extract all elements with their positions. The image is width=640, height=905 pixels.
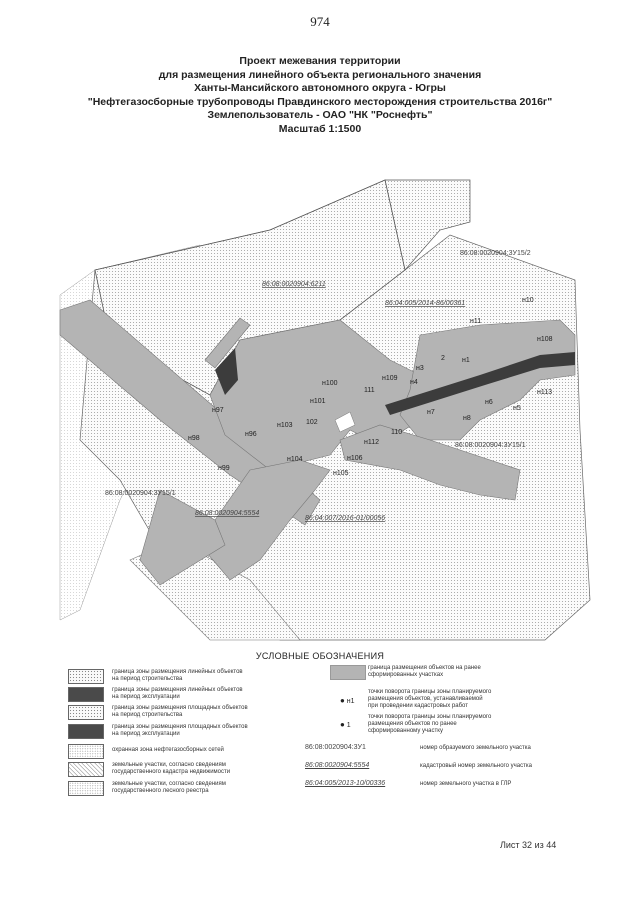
legend-swatch-protection-zone: [68, 744, 104, 759]
title-line-5: Землепользователь - ОАО "НК "Роснефть": [207, 109, 433, 121]
zone-gap: [334, 411, 356, 433]
legend-title: УСЛОВНЫЕ ОБОЗНАЧЕНИЯ: [255, 651, 385, 661]
point-label: н4: [410, 379, 418, 386]
point-label: н10: [522, 297, 534, 304]
page-number: 974: [310, 14, 330, 29]
title-line-2: для размещения линейного объекта региона…: [158, 68, 482, 81]
legend-text: граница зоны размещения площадных объект…: [112, 705, 248, 718]
operation-zone-pipeline: [385, 352, 575, 415]
legend-text: граница зоны размещения линейных объекто…: [112, 687, 243, 700]
legend-swatch-cadastre-parcels: [68, 762, 104, 777]
legend-swatch-forest-parcels: [68, 781, 104, 796]
point-label: н105: [333, 470, 349, 477]
map-title: Проект межевания территории для размещен…: [60, 55, 580, 136]
cadastral-label: 86:08:0020904:5554: [195, 510, 259, 517]
point-label: н99: [218, 465, 230, 472]
point-label: н106: [347, 455, 363, 462]
point-label: н104: [287, 456, 303, 463]
legend-text: номер образуемого земельного участка: [420, 745, 531, 751]
point-label: н101: [310, 398, 326, 405]
legend-swatch-linear-operation: [68, 687, 104, 702]
legend-swatch-linear-construction: [68, 669, 104, 684]
point-label: н112: [364, 439, 379, 446]
legend-text: граница зоны размещения линейных объекто…: [112, 669, 243, 682]
title-line-6: Масштаб 1:1500: [278, 122, 362, 135]
construction-zone-west-bar: [204, 317, 251, 369]
construction-zone-lower-east: [339, 424, 521, 501]
point-label: н98: [188, 435, 200, 442]
point-label: н103: [277, 422, 293, 429]
legend-text: кадастровый номер земельного участка: [420, 763, 532, 769]
point-labels: н1 2 н3 н4 н5 н6 н7 н8 н10 н11 н96 н97 н…: [188, 297, 553, 477]
operation-zone-west: [215, 348, 238, 395]
point-label: н109: [382, 375, 398, 382]
point-label: 102: [306, 419, 318, 426]
title-line-1: Проект межевания территории: [239, 55, 401, 67]
title-line-3: Ханты-Мансийского автономного округа - Ю…: [194, 82, 446, 94]
point-label: 110: [391, 429, 402, 436]
point-label: н113: [537, 389, 552, 396]
point-label: н100: [322, 380, 338, 387]
legend-swatch-area-operation: [68, 724, 104, 739]
cadastral-label: 86:08:0020904:3У15/1: [455, 442, 526, 449]
legend-swatch-existing-parcels: [330, 665, 366, 680]
point-label: н97: [212, 407, 224, 414]
point-label: н1: [462, 357, 470, 364]
legend-point-symbol: ● н1: [340, 696, 355, 705]
legend-text: точки поворота границы зоны планируемого…: [368, 714, 492, 734]
point-label: н3: [416, 365, 424, 372]
cadastral-label: 86:04:005/2014-86/00361: [385, 300, 465, 307]
cadastral-label: 86:04:007/2016-01/00056: [305, 515, 385, 522]
legend-text: охранная зона нефтегазосборных сетей: [112, 747, 224, 753]
point-label: н6: [485, 399, 493, 406]
title-line-4: "Нефтегазосборные трубопроводы Правдинск…: [87, 95, 553, 108]
point-label: н11: [470, 318, 481, 325]
point-label: 111: [364, 387, 375, 394]
legend-text: точки поворота границы зоны планируемого…: [368, 689, 492, 709]
legend-point-symbol: ● 1: [340, 720, 351, 729]
point-label: н8: [463, 415, 471, 422]
cadastral-label: 86:08:0020904:3У15/1: [105, 490, 176, 497]
legend-code-new-parcel: 86:08:0020904:3У1: [305, 744, 366, 751]
sheet-number: Лист 32 из 44: [500, 840, 557, 850]
cadastral-label: 86:08:0020904:3У15/2: [460, 250, 531, 257]
legend-text: номер земельного участка в ГЛР: [420, 781, 512, 787]
point-label: н96: [245, 431, 257, 438]
construction-zone-southwest: [139, 489, 226, 586]
point-label: 2: [441, 355, 445, 362]
point-label: н108: [537, 336, 553, 343]
legend-code-cadastral: 86:08:0020904:5554: [305, 762, 370, 769]
legend-text: граница зоны размещения площадных объект…: [112, 724, 248, 737]
cadastral-label: 86:08:0020904:6211: [262, 281, 326, 288]
point-label: н5: [513, 405, 521, 412]
legend-code-glr: 86:04:005/2013-10/00336: [305, 780, 386, 787]
legend-swatch-area-construction: [68, 705, 104, 720]
point-label: н7: [427, 409, 435, 416]
